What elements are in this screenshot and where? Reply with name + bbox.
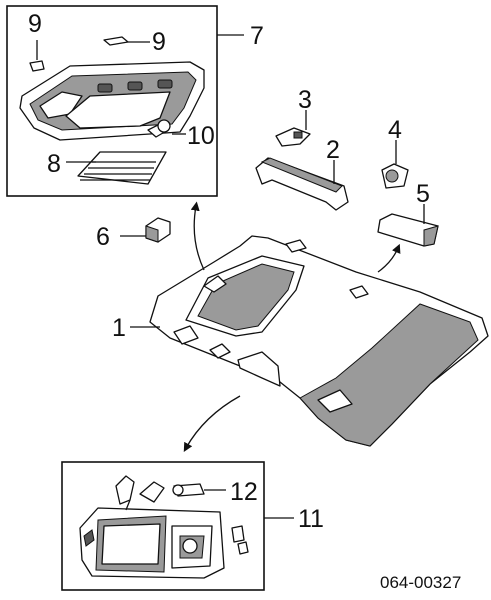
room-light-housing (79, 507, 225, 579)
callout-3: 3 (298, 86, 312, 114)
callout-9-clip: 9 (28, 10, 42, 38)
callout-12: 12 (230, 478, 258, 506)
callout-11: 11 (298, 505, 324, 533)
callout-5: 5 (416, 180, 430, 208)
small-clip-part-9 (29, 40, 45, 72)
callout-8: 8 (47, 150, 61, 178)
clip-part-4 (381, 163, 409, 189)
callout-4: 4 (388, 116, 402, 144)
drawing-code: 064-00327 (380, 573, 461, 592)
lens-part-9 (103, 36, 150, 46)
pad-part-5 (377, 213, 439, 247)
arrow-to-map-light (190, 201, 205, 271)
map-light-housing (19, 61, 205, 141)
callout-7: 7 (250, 22, 264, 50)
room-light-inset-box (61, 461, 265, 591)
map-light-inset-box (6, 5, 218, 197)
callout-2: 2 (326, 136, 340, 164)
callout-1: 1 (112, 314, 126, 342)
clip-part-6 (145, 217, 171, 243)
arrow-to-rear-light (183, 395, 241, 452)
grab-handle-part-2 (255, 157, 349, 211)
callout-6: 6 (96, 223, 110, 251)
arrow-to-pad (377, 243, 401, 273)
bulb-part-12 (172, 483, 226, 497)
small-bulbs (231, 525, 249, 555)
bulb-part-10 (147, 119, 186, 138)
callout-9-lens: 9 (152, 28, 166, 56)
lens-grille-part-8 (66, 151, 167, 185)
callout-10: 10 (187, 122, 215, 150)
headliner-panel (149, 235, 489, 447)
bracket-part-3 (275, 127, 311, 147)
wiring-connector (115, 475, 165, 511)
